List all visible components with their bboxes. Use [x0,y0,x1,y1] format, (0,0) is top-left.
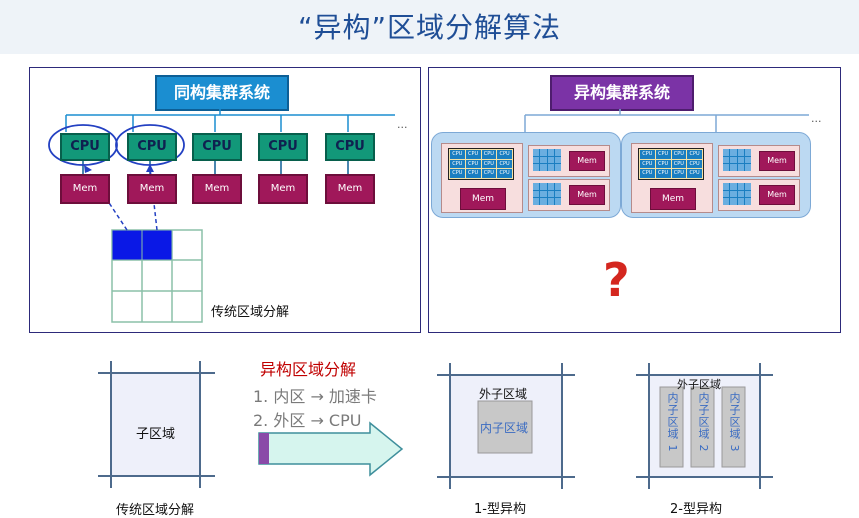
type2-inner-label-1: 内子区域 1 [666,392,679,453]
type2-inner-label-3: 内子区域 3 [728,392,741,453]
method-title: 异构区域分解 [260,360,357,379]
mem-node-5: Mem [325,174,375,204]
mem-node-2: Mem [127,174,177,204]
more-nodes-ellipsis: ... [397,118,408,131]
title-band [0,0,859,54]
step-inner-accelerator: 1. 内区 → 加速卡 [253,387,377,406]
accelerator-mem: Mem [759,185,795,205]
page-title: “异构”区域分解算法 [297,11,561,44]
mem-node-3: Mem [192,174,242,204]
step-outer-cpu: 2. 外区 → CPU [253,411,362,430]
host-mem: Mem [650,188,696,210]
traditional-caption: 传统区域分解 [116,503,195,518]
traditional-decomposition-caption: 传统区域分解 [211,305,290,320]
homogeneous-cluster-panel: 同构集群系统 CPU CPU CPU CPU CPU Mem Mem [29,67,421,333]
cpu-node-3: CPU [192,133,242,161]
type1-caption: 1-型异构 [474,502,526,517]
accelerator-mem: Mem [569,185,605,205]
question-mark: ? [603,253,630,307]
mem-node-1: Mem [60,174,110,204]
type2-inner-label-2: 内子区域 2 [697,392,710,453]
accelerator-2: Mem [718,179,800,211]
cpu-node-5: CPU [325,133,375,161]
type2-caption: 2-型异构 [670,502,722,517]
heterogeneous-connection-lines [524,109,809,132]
more-nodes-ellipsis: ... [811,112,822,125]
accelerator-1: Mem [528,145,610,177]
host-mem: Mem [460,188,506,210]
accelerator-mem: Mem [759,151,795,171]
type1-outer-label: 外子区域 [479,387,528,401]
accelerator-2: Mem [528,179,610,211]
subdomain-label: 子区域 [136,427,176,442]
type1-inner-label: 内子区域 [480,421,529,435]
accelerator-mem: Mem [569,151,605,171]
cpu-node-1: CPU [60,133,110,161]
cpu-node-2: CPU [127,133,177,161]
accelerator-1: Mem [718,145,800,177]
type2-outer-label: 外子区域 [677,378,721,391]
homogeneous-connection-lines [48,109,395,323]
homogeneous-cluster-title: 同构集群系统 [155,75,289,111]
mem-node-4: Mem [258,174,308,204]
heterogeneous-cluster-title: 异构集群系统 [550,75,694,111]
cpu-node-4: CPU [258,133,308,161]
